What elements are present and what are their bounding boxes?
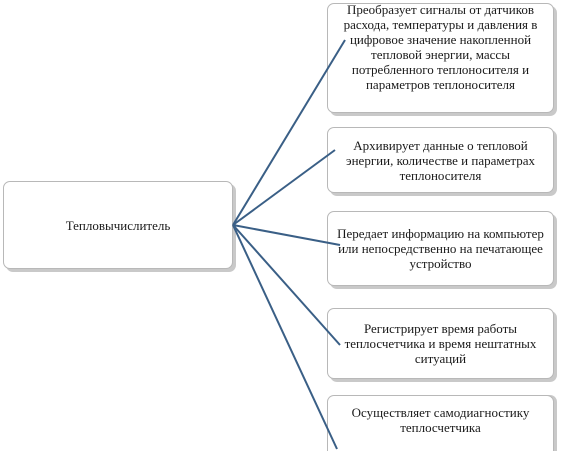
function-node-convert: Преобразует сигналы от датчиков расхода,… [327,3,554,113]
center-node-label: Тепловычислитель [65,217,171,233]
connector-line-3 [232,224,341,246]
function-node-selfcheck: Осуществляет самодиагностику теплосчетчи… [327,395,554,451]
function-node-label: Передает информацию на компьютер или неп… [337,226,544,271]
function-node-label: Преобразует сигналы от датчиков расхода,… [343,3,538,92]
function-node-archive: Архивирует данные о тепловой энергии, ко… [327,127,554,193]
center-node: Тепловычислитель [3,181,233,269]
function-node-label: Регистрирует время работы теплосчетчика … [344,321,537,366]
connector-line-5 [232,224,338,450]
function-node-label: Осуществляет самодиагностику теплосчетчи… [351,405,530,435]
connector-line-2 [232,149,336,226]
function-node-transfer: Передает информацию на компьютер или неп… [327,211,554,286]
function-node-register: Регистрирует время работы теплосчетчика … [327,308,554,379]
connector-line-4 [232,224,341,346]
function-node-label: Архивирует данные о тепловой энергии, ко… [346,137,535,183]
